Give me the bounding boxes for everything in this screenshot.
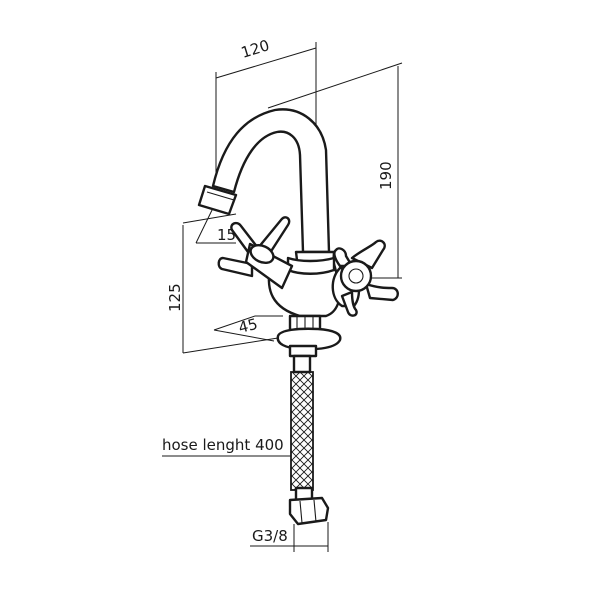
thread-size-callout: G3/8 — [250, 522, 329, 552]
dimension-125-label: 125 — [166, 283, 184, 312]
thread-size-label: G3/8 — [252, 527, 288, 545]
dimension-120-label: 120 — [239, 36, 272, 62]
hose-length-callout: hose lenght 400 — [162, 436, 291, 457]
dimension-190-label: 190 — [377, 161, 395, 190]
mounting-assembly — [276, 314, 342, 374]
braided-hose — [288, 371, 330, 526]
aerator — [197, 184, 238, 216]
dimension-125: 125 — [166, 225, 279, 354]
left-cross-handle — [217, 216, 294, 290]
right-cross-handle — [331, 239, 399, 317]
dimension-45: 45 — [213, 315, 283, 342]
hose-length-label: hose lenght 400 — [162, 436, 284, 454]
dimension-190: 190 — [267, 62, 403, 279]
dimension-45-label: 45 — [237, 315, 260, 337]
